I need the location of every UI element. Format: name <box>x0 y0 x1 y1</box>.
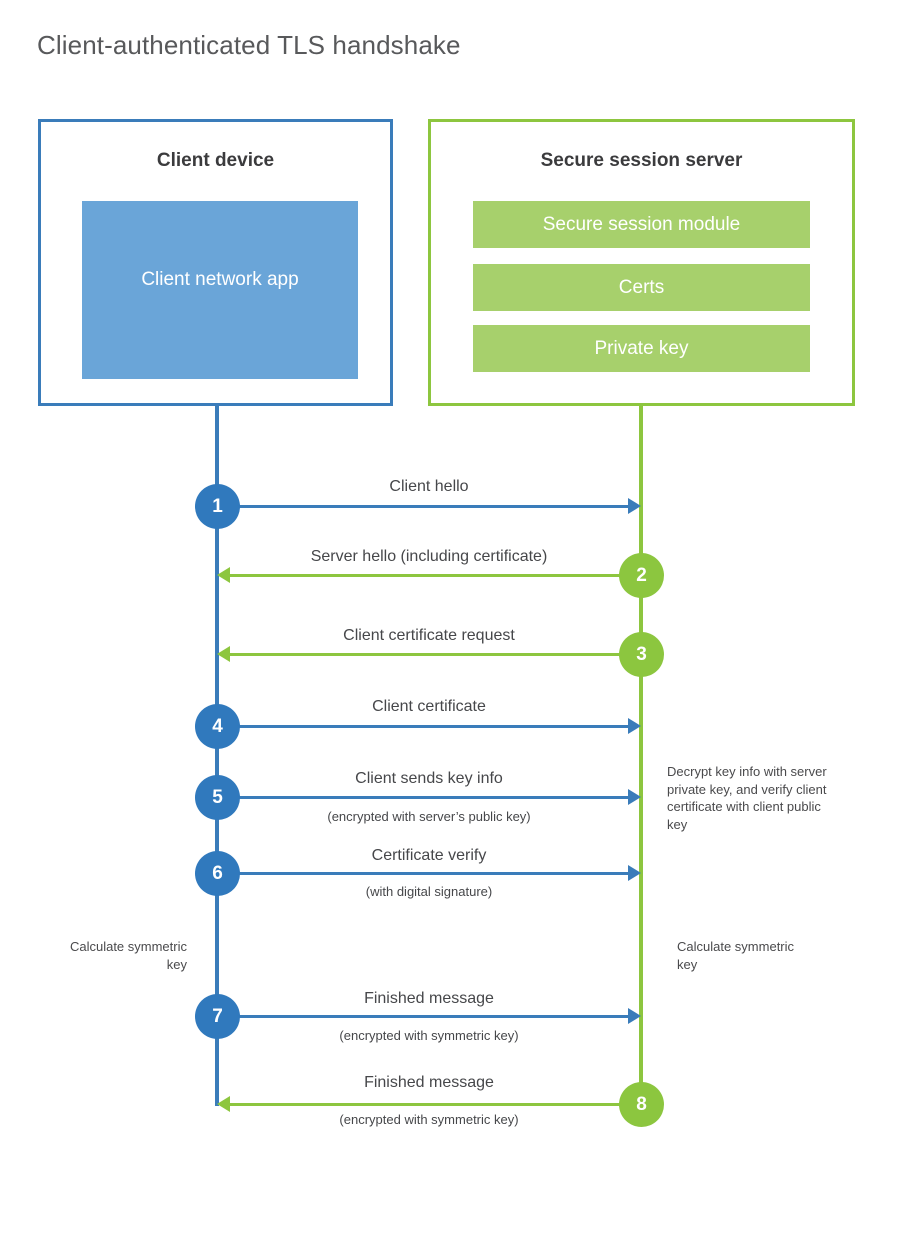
server-lifeline <box>639 404 643 1106</box>
step-2-arrow-line <box>230 574 641 577</box>
step-5-sublabel: (encrypted with server’s public key) <box>327 809 531 824</box>
step-7-label: Finished message <box>364 990 494 1007</box>
step-3-circle[interactable]: 3 <box>619 632 664 677</box>
server-block-certs: Certs <box>473 264 810 311</box>
step-2-label: Server hello (including certificate) <box>310 548 548 565</box>
client-device-title: Client device <box>156 150 275 171</box>
step-1-label: Client hello <box>389 478 469 495</box>
step-3-arrow-line <box>230 653 641 656</box>
server-decrypt-note: Decrypt key info with server private key… <box>667 764 827 832</box>
step-8-arrow-line <box>230 1103 641 1106</box>
client-network-app-block: Client network app <box>82 201 358 379</box>
server-block-secure-session-module: Secure session module <box>473 201 810 248</box>
client-calculate-symmetric-key-note: Calculate symmetric key <box>69 939 187 972</box>
step-1-circle[interactable]: 1 <box>195 484 240 529</box>
step-5-circle[interactable]: 5 <box>195 775 240 820</box>
step-8-circle[interactable]: 8 <box>619 1082 664 1127</box>
step-6-label: Certificate verify <box>371 847 487 864</box>
step-4-arrow-head-icon <box>628 718 641 734</box>
step-6-sublabel: (with digital signature) <box>365 884 493 899</box>
step-8-label: Finished message <box>364 1074 494 1091</box>
step-7-circle[interactable]: 7 <box>195 994 240 1039</box>
step-4-arrow-line <box>217 725 628 728</box>
step-5-arrow-line <box>217 796 628 799</box>
step-5-arrow-head-icon <box>628 789 641 805</box>
server-calculate-symmetric-key-note: Calculate symmetric key <box>677 939 795 972</box>
page-title: Client-authenticated TLS handshake <box>37 30 461 60</box>
step-2-arrow-head-icon <box>217 567 230 583</box>
step-1-arrow-line <box>217 505 628 508</box>
step-6-arrow-head-icon <box>628 865 641 881</box>
step-7-arrow-line <box>217 1015 628 1018</box>
step-7-sublabel: (encrypted with symmetric key) <box>339 1028 519 1043</box>
step-7-arrow-head-icon <box>628 1008 641 1024</box>
step-2-circle[interactable]: 2 <box>619 553 664 598</box>
client-lifeline <box>215 404 219 1106</box>
step-6-arrow-line <box>217 872 628 875</box>
step-4-circle[interactable]: 4 <box>195 704 240 749</box>
step-3-arrow-head-icon <box>217 646 230 662</box>
step-8-sublabel: (encrypted with symmetric key) <box>339 1112 519 1127</box>
step-6-circle[interactable]: 6 <box>195 851 240 896</box>
step-3-label: Client certificate request <box>343 627 515 644</box>
secure-session-server-box: Secure session server Secure session mod… <box>428 119 855 406</box>
step-1-arrow-head-icon <box>628 498 641 514</box>
step-5-label: Client sends key info <box>355 770 503 787</box>
step-8-arrow-head-icon <box>217 1096 230 1112</box>
server-block-private-key: Private key <box>473 325 810 372</box>
client-device-box: Client device Client network app <box>38 119 393 406</box>
secure-session-server-title: Secure session server <box>540 150 743 171</box>
step-4-label: Client certificate <box>372 698 486 715</box>
